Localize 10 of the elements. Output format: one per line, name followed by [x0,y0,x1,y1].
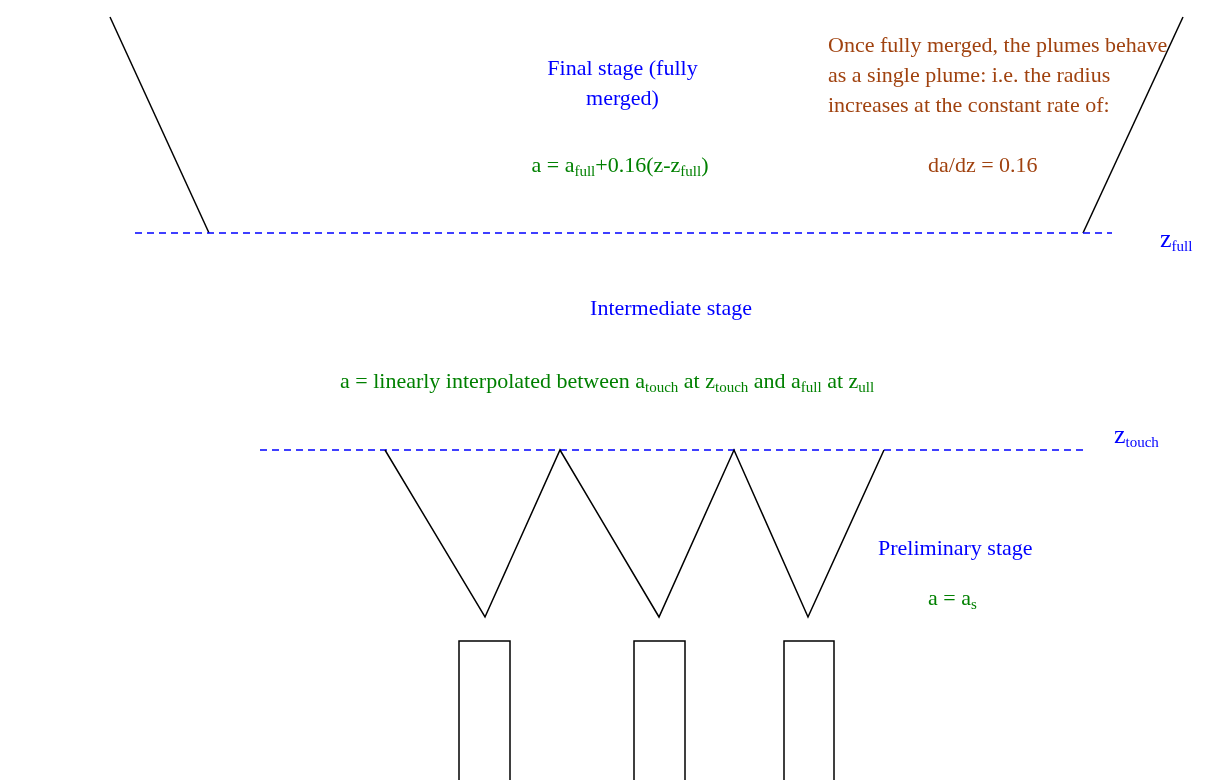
formula-text: da/dz = 0.16 [928,151,1038,179]
stage-title: Final stage (fully merged) [546,54,699,112]
stage-title: Preliminary stage [878,534,1033,562]
level-label: z$_{touch}$ [1114,420,1159,450]
level-label: z$_{full}$ [1160,224,1193,254]
formula-text: a = a$_{s}$ [928,584,977,613]
formula-text: a = a$_{full}$+0.16(z-z$_{full}$) [530,151,710,180]
note-text: Once fully merged, the plumes behave as a single plume: i.e. the radius increases at the constant rate of: [828,31,1169,119]
formula-text: a = linearly interpolated between a$_{touch}$ at z$_{touch}$ and a$_{full}$ at z$_{ull}$ [340,367,875,396]
stage-title: Intermediate stage [589,294,753,322]
